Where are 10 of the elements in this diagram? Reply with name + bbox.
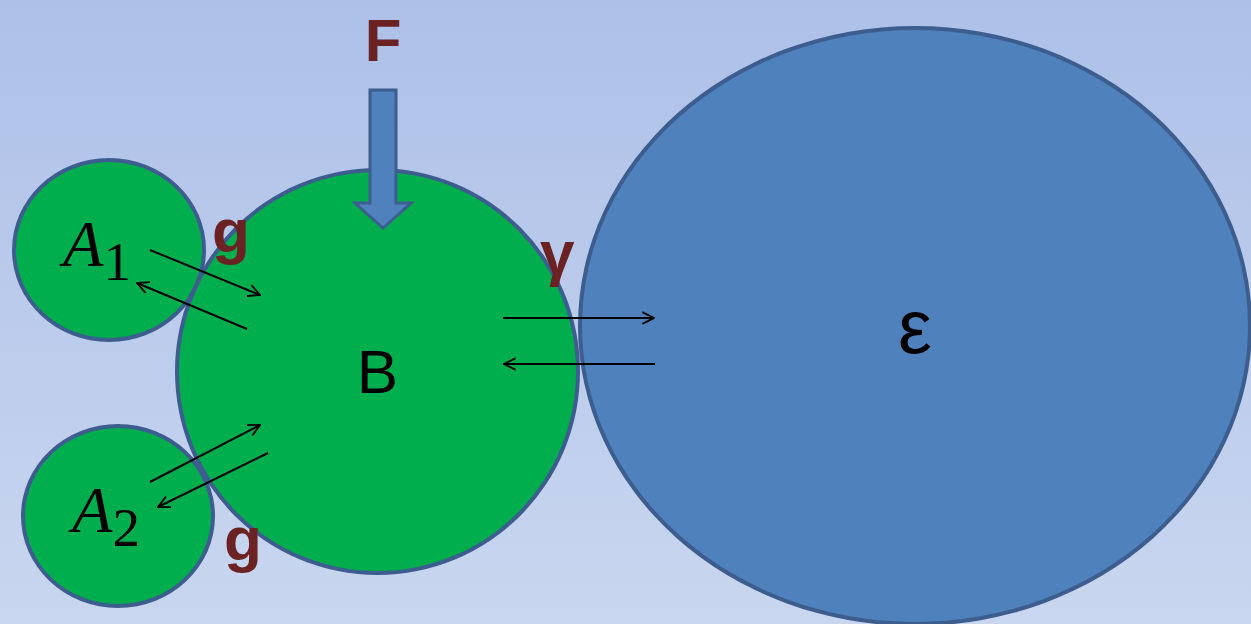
arrow xyxy=(149,249,261,297)
arrow xyxy=(503,357,656,371)
arrow xyxy=(157,452,269,509)
arrow xyxy=(149,424,261,483)
arrow xyxy=(351,88,415,230)
node-label: B xyxy=(356,336,399,407)
node-label: ε xyxy=(898,282,932,370)
arrow xyxy=(502,311,655,325)
arrow xyxy=(136,281,248,330)
force-label: F xyxy=(364,5,402,75)
